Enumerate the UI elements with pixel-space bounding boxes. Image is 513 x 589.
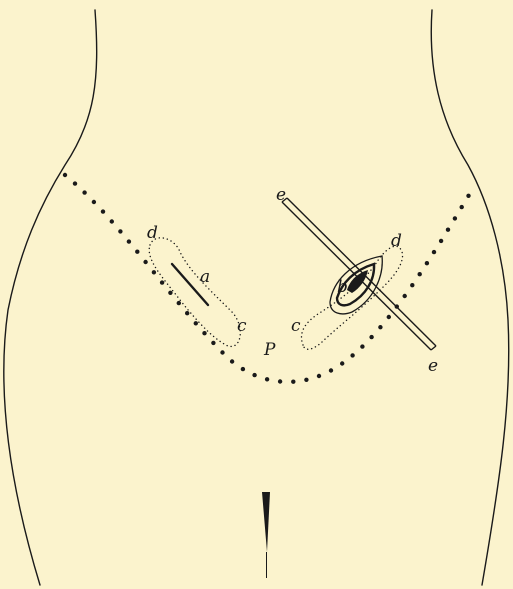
retractor-rod	[282, 198, 436, 350]
groove-dot	[453, 216, 457, 220]
label-a: a	[200, 267, 210, 287]
wound-core	[347, 270, 368, 293]
groove-dot	[317, 374, 321, 378]
groove-dot	[92, 200, 96, 204]
rod-line-2	[287, 198, 436, 346]
groove-dot	[265, 377, 269, 381]
rod-line-1	[282, 202, 431, 350]
body-outline	[4, 10, 509, 585]
groove-dot	[110, 219, 114, 223]
groove-dot	[432, 250, 436, 254]
groove-dot	[350, 353, 354, 357]
groove-dot	[410, 283, 414, 287]
groove-dot	[403, 294, 407, 298]
label-d-right: d	[391, 231, 402, 251]
groove-dot	[340, 361, 344, 365]
label-c-left: c	[237, 316, 247, 336]
groove-dot	[387, 315, 391, 319]
groove-dot	[418, 272, 422, 276]
groove-dot	[304, 378, 308, 382]
groove-dot	[220, 350, 224, 354]
groove-dot	[252, 373, 256, 377]
groove-dot	[329, 368, 333, 372]
label-e-bottom: e	[428, 356, 438, 376]
groove-dot	[194, 321, 198, 325]
groove-dot	[202, 331, 206, 335]
groove-dot	[160, 280, 164, 284]
midline-cleft	[262, 492, 270, 552]
groove-dot	[291, 380, 295, 384]
groove-dot	[73, 181, 77, 185]
groove-dot	[211, 341, 215, 345]
label-d-left: d	[147, 223, 158, 243]
groove-dot	[439, 239, 443, 243]
groove-dot	[168, 291, 172, 295]
groove-dot	[278, 379, 282, 383]
label-p: P	[263, 340, 276, 360]
groove-dot	[425, 261, 429, 265]
groove-dot	[101, 209, 105, 213]
groove-dot	[152, 270, 156, 274]
groove-dot	[378, 325, 382, 329]
groove-dot	[63, 173, 67, 177]
groove-dot	[369, 335, 373, 339]
groove-dot	[143, 260, 147, 264]
right-body-contour	[431, 10, 509, 585]
groove-dot	[118, 229, 122, 233]
groove-dot	[446, 228, 450, 232]
groove-dot	[360, 344, 364, 348]
label-c-right: c	[291, 316, 301, 336]
groove-dot	[135, 250, 139, 254]
label-e-top: e	[276, 185, 286, 205]
left-body-contour	[4, 10, 97, 585]
groove-dot	[177, 301, 181, 305]
label-b: b	[337, 277, 348, 297]
groove-dot	[127, 239, 131, 243]
groove-dot	[466, 194, 470, 198]
groove-dot	[185, 311, 189, 315]
groove-dot	[460, 205, 464, 209]
groove-dot	[241, 367, 245, 371]
left-ring-path	[149, 238, 240, 347]
left-dotted-ring	[149, 238, 240, 347]
rod-cap-bottom	[431, 346, 436, 350]
groove-dot	[82, 190, 86, 194]
groove-dot	[230, 359, 234, 363]
